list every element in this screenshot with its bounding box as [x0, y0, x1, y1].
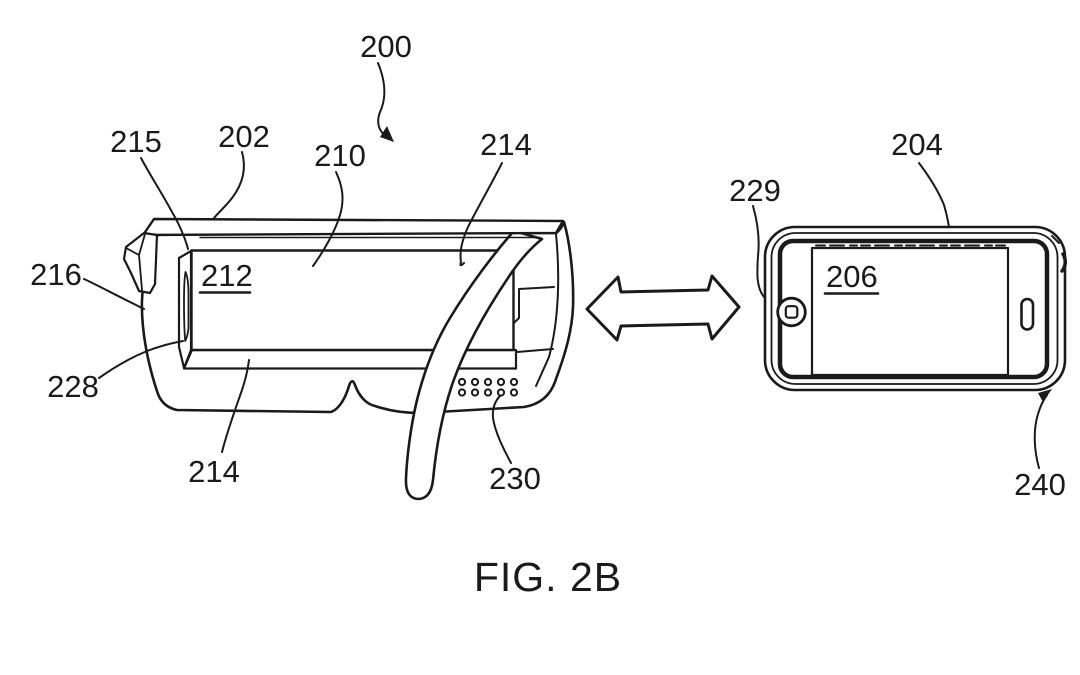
- reference-numerals: 200 215 202 210 214 216 212 228 214 230 …: [30, 29, 1066, 502]
- leader-lines: [83, 62, 1052, 469]
- earpiece-slot: [1020, 297, 1035, 331]
- ref-label-229: 229: [729, 173, 781, 208]
- ref-label-210: 210: [314, 138, 366, 173]
- smartphone: [763, 225, 1067, 392]
- leader-216: [83, 278, 145, 310]
- phone-screen: [810, 246, 1010, 377]
- leader-200-arrowhead: [380, 126, 394, 142]
- temple-arm: [404, 229, 544, 501]
- ref-label-230: 230: [489, 461, 541, 496]
- leader-215: [140, 157, 189, 250]
- ref-label-214-top: 214: [480, 127, 532, 162]
- leader-200: [377, 62, 387, 137]
- leader-214-top: [459, 162, 503, 267]
- top-frame-bar: [141, 217, 565, 237]
- leader-204: [918, 162, 950, 228]
- ref-label-202: 202: [218, 119, 270, 154]
- ref-label-228: 228: [47, 369, 99, 404]
- leader-229: [752, 205, 765, 298]
- head-mounted-display: [122, 217, 575, 501]
- home-button-square-icon: [784, 305, 799, 319]
- leader-240: [1033, 394, 1048, 469]
- leader-210: [312, 171, 344, 267]
- leader-202: [213, 151, 245, 219]
- corner-seam: [1051, 235, 1060, 244]
- leader-228: [98, 340, 184, 379]
- display-edge-slit: [183, 271, 190, 342]
- figure-caption: FIG. 2B: [474, 554, 622, 600]
- hmd-right-inner-edge: [535, 233, 560, 387]
- leader-230: [491, 395, 512, 464]
- leader-240-arrowhead: [1038, 389, 1052, 402]
- leader-214-bottom: [221, 359, 250, 453]
- home-button: [776, 296, 807, 328]
- ref-label-215: 215: [110, 124, 162, 159]
- ref-label-200: 200: [360, 29, 412, 64]
- ref-label-206: 206: [826, 259, 878, 294]
- ref-label-216: 216: [30, 257, 82, 292]
- phone-inner-shell: [770, 232, 1059, 385]
- ref-label-204: 204: [891, 127, 943, 162]
- ref-label-240: 240: [1014, 467, 1066, 502]
- left-hinge-folds: [125, 233, 146, 291]
- vent-dot-grid: [457, 377, 519, 397]
- side-switch-nub: [1060, 252, 1067, 273]
- ref-label-214-bottom: 214: [188, 454, 240, 489]
- bidirectional-arrow: [585, 274, 741, 342]
- ref-label-212: 212: [201, 258, 253, 293]
